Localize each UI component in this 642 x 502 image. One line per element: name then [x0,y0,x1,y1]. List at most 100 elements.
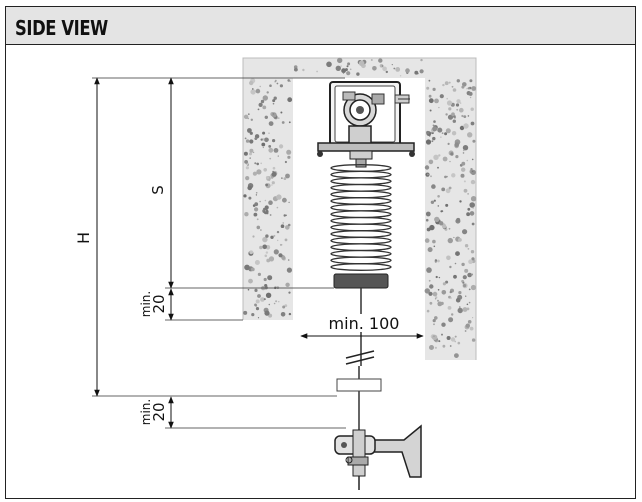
concrete-speckle [446,255,451,261]
concrete-speckle [468,288,471,291]
concrete-speckle [391,64,393,66]
concrete-speckle [244,137,247,140]
concrete-speckle [250,267,255,272]
lower-weight [336,378,382,392]
concrete-speckle [462,149,465,152]
concrete-speckle [249,148,254,153]
concrete-speckle [288,201,290,204]
concrete-speckle [265,176,270,180]
concrete-speckle [459,200,462,203]
concrete-speckle [259,245,263,250]
concrete-speckle [471,222,475,226]
concrete-speckle [469,96,472,99]
concrete-speckle [429,109,432,112]
concrete-speckle [256,225,261,230]
concrete-speckle [454,335,457,338]
concrete-speckle [428,159,434,165]
concrete-speckle [264,199,267,202]
concrete-speckle [264,254,268,258]
concrete-speckle [458,291,462,295]
concrete-speckle [431,334,438,340]
concrete-speckle [444,132,448,136]
concrete-speckle [252,88,254,90]
concrete-speckle [287,259,290,261]
concrete-speckle [455,251,460,256]
concrete-speckle [438,340,441,343]
concrete-speckle [335,65,341,72]
concrete-speckle [456,217,461,222]
concrete-speckle [444,175,447,179]
concrete-speckle [454,262,457,265]
concrete-speckle [431,184,436,189]
concrete-speckle [288,312,292,316]
concrete-speckle [447,142,450,145]
concrete-speckle [382,66,387,72]
concrete-speckle [426,130,430,135]
page-title: SIDE VIEW [15,16,108,40]
concrete-speckle [433,335,435,337]
concrete-speckle [269,84,272,87]
concrete-speckle [432,319,436,323]
concrete-speckle [254,260,260,265]
concrete-speckle [429,345,434,350]
concrete-speckle [247,113,250,116]
concrete-speckle [468,91,473,96]
concrete-speckle [462,307,468,312]
concrete-speckle [445,188,451,194]
concrete-speckle [428,98,434,104]
concrete-speckle [282,305,286,309]
concrete-speckle [425,139,432,145]
concrete-speckle [447,306,452,310]
concrete-speckle [449,265,452,269]
concrete-speckle [467,272,472,278]
concrete-speckle [247,117,249,120]
concrete-speckle [431,140,434,143]
concrete-speckle [459,306,461,308]
concrete-speckle [269,157,272,160]
concrete-speckle [285,282,290,287]
concrete-speckle [255,299,260,304]
concrete-speckle [263,207,266,210]
concrete-speckle [425,218,429,222]
concrete-speckle [278,253,283,258]
concrete-speckle [277,239,279,242]
concrete-speckle [451,313,454,316]
concrete-speckle [257,108,260,111]
concrete-speckle [467,115,470,117]
concrete-speckle [358,60,365,67]
concrete-speckle [263,298,266,301]
concrete-speckle [281,255,286,260]
concrete-speckle [268,200,273,205]
concrete-speckle [263,209,269,215]
concrete-speckle [460,173,465,178]
concrete-speckle [419,69,424,74]
concrete-speckle [273,148,279,153]
concrete-speckle [472,170,474,173]
concrete-speckle [326,61,332,68]
concrete-speckle [264,210,266,212]
concrete-speckle [457,341,461,345]
spring-coil [330,183,392,192]
concrete-speckle [442,282,446,286]
concrete-speckle [264,137,269,143]
concrete-speckle [456,108,459,111]
spring-coil [330,170,392,179]
concrete-speckle [425,211,431,217]
concrete-speckle [276,230,280,234]
concrete-speckle [257,317,260,319]
concrete-speckle [461,161,466,166]
concrete-speckle [268,303,271,306]
concrete-speckle [450,152,454,156]
concrete-speckle [245,166,249,170]
concrete-speckle [444,81,449,86]
concrete-speckle [466,88,468,90]
concrete-speckle [264,205,269,210]
concrete-speckle [273,249,279,255]
concrete-speckle [441,187,446,192]
concrete-speckle [255,194,258,196]
concrete-speckle [426,309,430,313]
concrete-speckle [459,102,462,104]
concrete-speckle [437,259,440,263]
concrete-speckle [438,106,440,109]
concrete-speckle [341,68,346,74]
